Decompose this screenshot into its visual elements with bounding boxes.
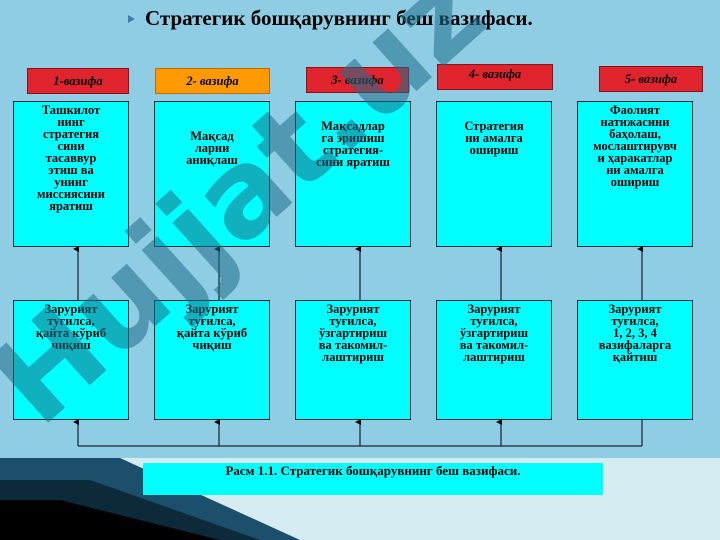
trigger-box-4: Зарурият туғилса, ўзгартириш ва такомил-… [436, 300, 552, 420]
trigger-box-1: Зарурият туғилса, қайта кўриб чиқиш [13, 300, 129, 420]
bullet-icon [128, 14, 135, 23]
decorative-stripe [0, 458, 300, 540]
function-description-1: Ташкилот нинг стратегия сини тасаввур эт… [13, 101, 129, 247]
function-description-2: Мақсад ларни аниқлаш [154, 101, 270, 247]
page-title: Стратегик бошқарувнинг беш вазифаси. [145, 6, 533, 30]
trigger-box-5: Зарурият туғилса, 1, 2, 3, 4 вазифаларга… [577, 300, 693, 420]
function-label-2: 2- вазифа [155, 68, 270, 94]
function-description-5: Фаолият натижасини баҳолаш, мослаштирувч… [577, 101, 693, 247]
function-label-5: 5- вазифа [599, 66, 703, 92]
function-label-4: 4- вазифа [437, 64, 553, 90]
figure-caption: Расм 1.1. Стратегик бошқарувнинг беш ваз… [143, 463, 603, 495]
function-label-3: 3- вазифа [306, 67, 409, 93]
title-row: Стратегик бошқарувнинг беш вазифаси. [128, 6, 533, 31]
function-description-3: Мақсадлар га эришиш стратегия- сини ярат… [295, 101, 411, 247]
trigger-box-2: Зарурият туғилса, қайта кўриб чиқиш [154, 300, 270, 420]
function-description-4: Стратегия ни амалга ошириш [436, 101, 552, 247]
trigger-box-3: Зарурият туғилса, ўзгартириш ва такомил-… [295, 300, 411, 420]
function-label-1: 1-вазифа [27, 68, 129, 94]
